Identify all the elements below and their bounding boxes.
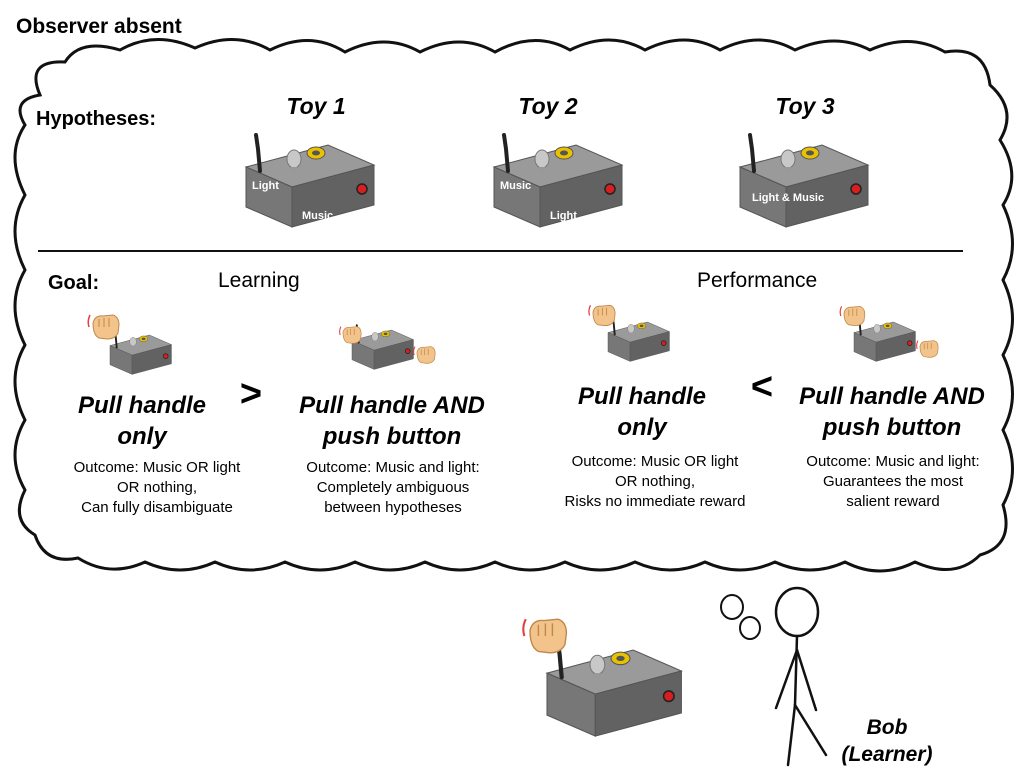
option4-outcome: Outcome: Music and light: Guarantees the… [778,452,1008,512]
thought-bubble-small [739,616,761,640]
toy3-label-a: Light & Music [752,192,824,204]
toy3-title: Toy 3 [775,93,835,119]
option2-action-line1: Pull handle AND [299,392,485,419]
option2-action-line2: push button [322,423,462,450]
option4-action: Pull handle AND push button [762,381,1022,443]
option1-action-line1: Pull handle [77,392,206,419]
option2-outcome-line2: Completely ambiguous [316,479,470,496]
option4-action-line1: Pull handle AND [799,383,985,410]
toy2-title: Toy 2 [518,93,578,119]
toy1-label-a: Light [252,180,279,192]
option4-outcome-line3: salient reward [846,493,940,510]
goal-label: Goal: [48,272,100,294]
toy2-label-a: Music [500,180,531,192]
learner-name: Bob [866,716,908,739]
performance-comparison: < [750,366,774,408]
option4-outcome-line2: Guarantees the most [822,473,964,490]
option4-action-line2: push button [822,414,962,441]
learning-comparison: > [239,373,263,415]
option2-action: Pull handle AND push button [262,390,522,452]
option1-outcome-line2: OR nothing, [116,479,198,496]
toy2-label-b: Light [550,210,577,222]
option2-outcome-line1: Outcome: Music and light: [306,459,480,476]
performance-heading: Performance [697,269,818,292]
thought-bubble-large [720,594,744,620]
option2-outcome-line3: between hypotheses [324,499,462,516]
option3-outcome-line2: OR nothing, [614,473,696,490]
toy1-label-b: Music [302,210,333,222]
option1-outcome-line3: Can fully disambiguate [81,499,233,516]
option3-outcome-line3: Risks no immediate reward [564,493,746,510]
option1-action-line2: only [117,423,167,450]
option3-outcome: Outcome: Music OR light OR nothing, Risk… [540,452,770,512]
option3-outcome-line1: Outcome: Music OR light [571,453,739,470]
toy3-illustration: Light & Music [738,133,870,229]
hypotheses-label: Hypotheses: [36,108,157,130]
bottom-toy-illustration [547,640,681,737]
option4-outcome-line1: Outcome: Music and light: [806,453,980,470]
option1-action: Pull handle only [12,390,272,452]
option3-action: Pull handle only [512,381,772,443]
option1-outcome-line1: Outcome: Music OR light [73,459,241,476]
learner-role: (Learner) [841,743,933,766]
option1-outcome: Outcome: Music OR light OR nothing, Can … [42,458,272,518]
option3-action-line2: only [617,414,667,441]
toy1-illustration: Light Music [244,133,376,229]
bottom-hand [522,618,568,654]
option3-action-line1: Pull handle [577,383,706,410]
option2-outcome: Outcome: Music and light: Completely amb… [278,458,508,518]
learning-heading: Learning [218,269,300,292]
page-title: Observer absent [16,15,182,38]
toy2-illustration: Music Light [492,133,624,229]
learner-stick-figure [774,586,828,767]
learner-caption: Bob (Learner) [822,714,952,768]
toy1-title: Toy 1 [286,93,346,119]
